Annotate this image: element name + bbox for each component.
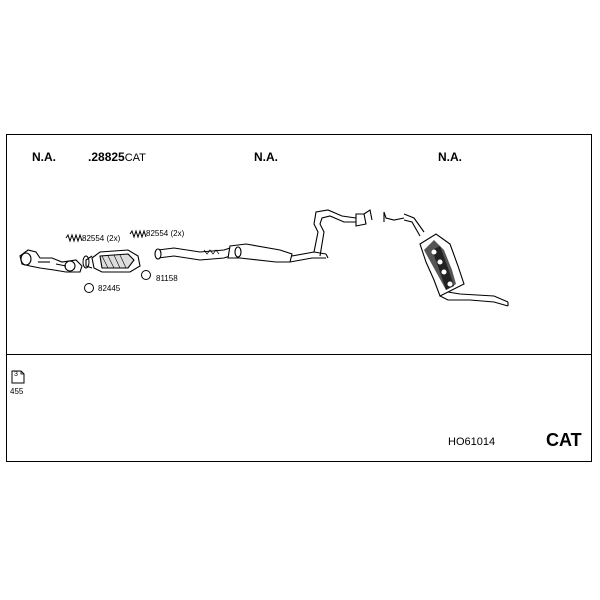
spring-left-label: 82554 (2x) [82, 234, 121, 243]
section-divider [6, 354, 592, 355]
kit-code: HO61014 [448, 436, 496, 448]
spring-icon [65, 229, 147, 243]
header-col2-number: 28825 [91, 150, 125, 164]
header-col2: .28825CAT [88, 150, 146, 164]
ring-left-label: 82445 [98, 284, 121, 293]
exhaust-manifold-icon[interactable] [19, 249, 83, 273]
catalytic-converter-icon[interactable] [85, 249, 141, 273]
page-icon-label: 3 [14, 371, 18, 378]
ring-icon[interactable] [84, 283, 94, 293]
header-col1: N.A. [32, 150, 56, 164]
middle-silencer-icon[interactable] [154, 209, 373, 263]
header-col4: N.A. [438, 150, 462, 164]
header-col2-prefix: . [88, 150, 92, 164]
diagram-frame [6, 134, 592, 462]
ring-right-label: 81158 [156, 274, 178, 283]
kit-type: CAT [546, 430, 582, 450]
spring-right-label: 82554 (2x) [146, 229, 185, 238]
page-icon[interactable] [11, 370, 25, 384]
rear-silencer-icon[interactable] [383, 211, 509, 307]
header-col3: N.A. [254, 150, 278, 164]
flex-pipe-icon [203, 249, 220, 255]
page-ref: 455 [10, 387, 24, 396]
header-col2-suffix: CAT [124, 152, 146, 164]
ring-icon[interactable] [141, 270, 151, 280]
